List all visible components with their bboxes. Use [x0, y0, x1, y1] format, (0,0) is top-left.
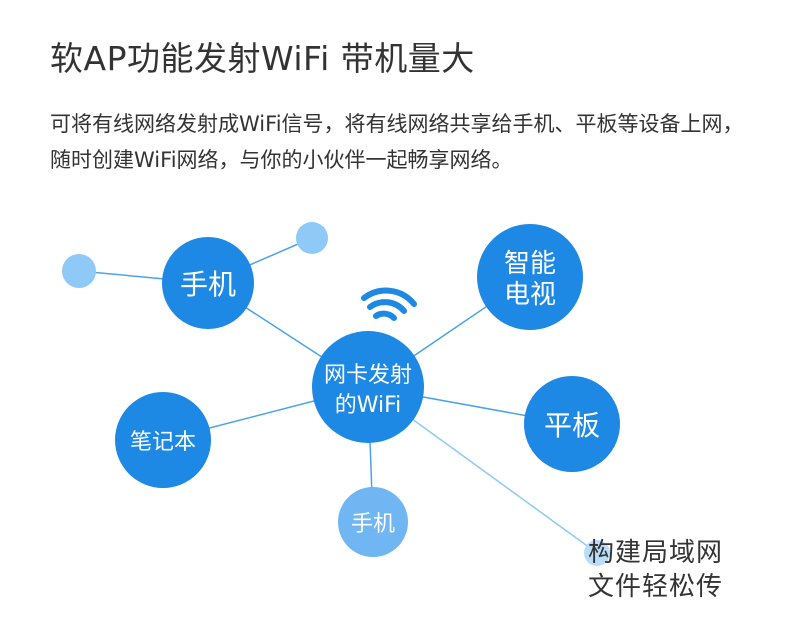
phone-node-top [162, 237, 254, 329]
decor-dot-top [296, 222, 328, 254]
decor-dot-lan [584, 540, 610, 566]
phone-node-bottom [338, 487, 408, 557]
page-title: 软AP功能发射WiFi 带机量大 [50, 39, 475, 78]
tablet-label: 平板 [544, 409, 600, 442]
center-label-line2: 的WiFi [335, 393, 402, 418]
page-description: 可将有线网络发射成WiFi信号，将有线网络共享给手机、平板等设备上网，随时创建W… [50, 112, 744, 172]
laptop-label: 笔记本 [130, 430, 196, 455]
center-label-line1: 网卡发射 [324, 363, 412, 388]
laptop-node [115, 392, 211, 488]
smart-tv-label-line2: 电视 [504, 280, 556, 310]
phone-bottom-label: 手机 [351, 512, 395, 537]
smart-tv-node [477, 224, 583, 330]
lan-caption: 构建局域网 文件轻松传 [588, 536, 723, 604]
tablet-node [524, 376, 620, 472]
lan-caption-line2: 文件轻松传 [588, 572, 724, 602]
center-wifi-node [312, 331, 424, 443]
decor-dot-left [62, 254, 96, 288]
lan-caption-line1: 构建局域网 [588, 538, 724, 568]
phone-top-label: 手机 [180, 268, 236, 301]
smart-tv-label-line1: 智能 [504, 249, 556, 279]
wifi-icon [361, 287, 417, 321]
